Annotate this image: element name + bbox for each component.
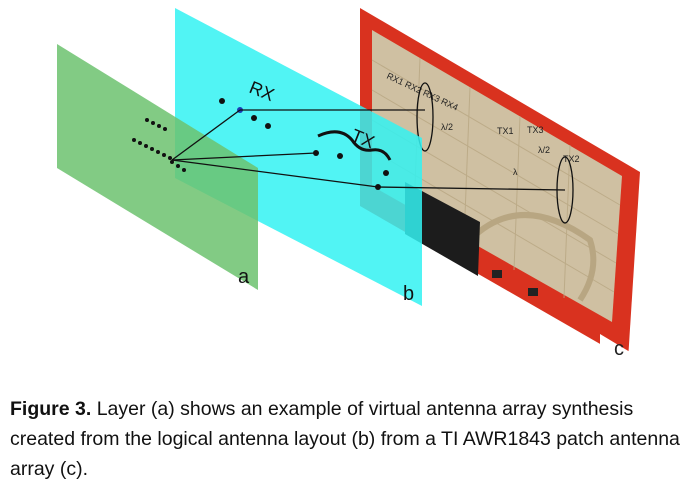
- lambda-half-label: λ/2: [538, 145, 550, 155]
- tx-brace: [317, 130, 392, 161]
- figure-label: Figure 3.: [10, 398, 92, 420]
- rx-ellipse: [416, 82, 434, 152]
- caption-text: Layer (a) shows an example of virtual an…: [10, 398, 680, 480]
- layer-c-letter: c: [614, 338, 624, 360]
- layer-b-letter: b: [403, 283, 414, 305]
- layer-a-virtual-array: a: [57, 44, 258, 290]
- lambda-label: λ: [513, 167, 518, 177]
- tx3-label: TX3: [527, 125, 544, 135]
- tx1-label: TX1: [497, 126, 514, 136]
- figure-caption: Figure 3. Layer (a) shows an example of …: [10, 394, 682, 484]
- virtual-array-dots: [132, 118, 186, 172]
- antenna-layers-diagram: RX1 RX2 RX3 RX4 TX1 TX3 TX2 λ/2 λ λ/2 c …: [57, 8, 640, 362]
- tx2-label: TX2: [563, 154, 580, 164]
- connection-lines: [171, 109, 566, 191]
- layer-a-letter: a: [238, 266, 250, 288]
- lambda-half-rx-label: λ/2: [441, 122, 453, 132]
